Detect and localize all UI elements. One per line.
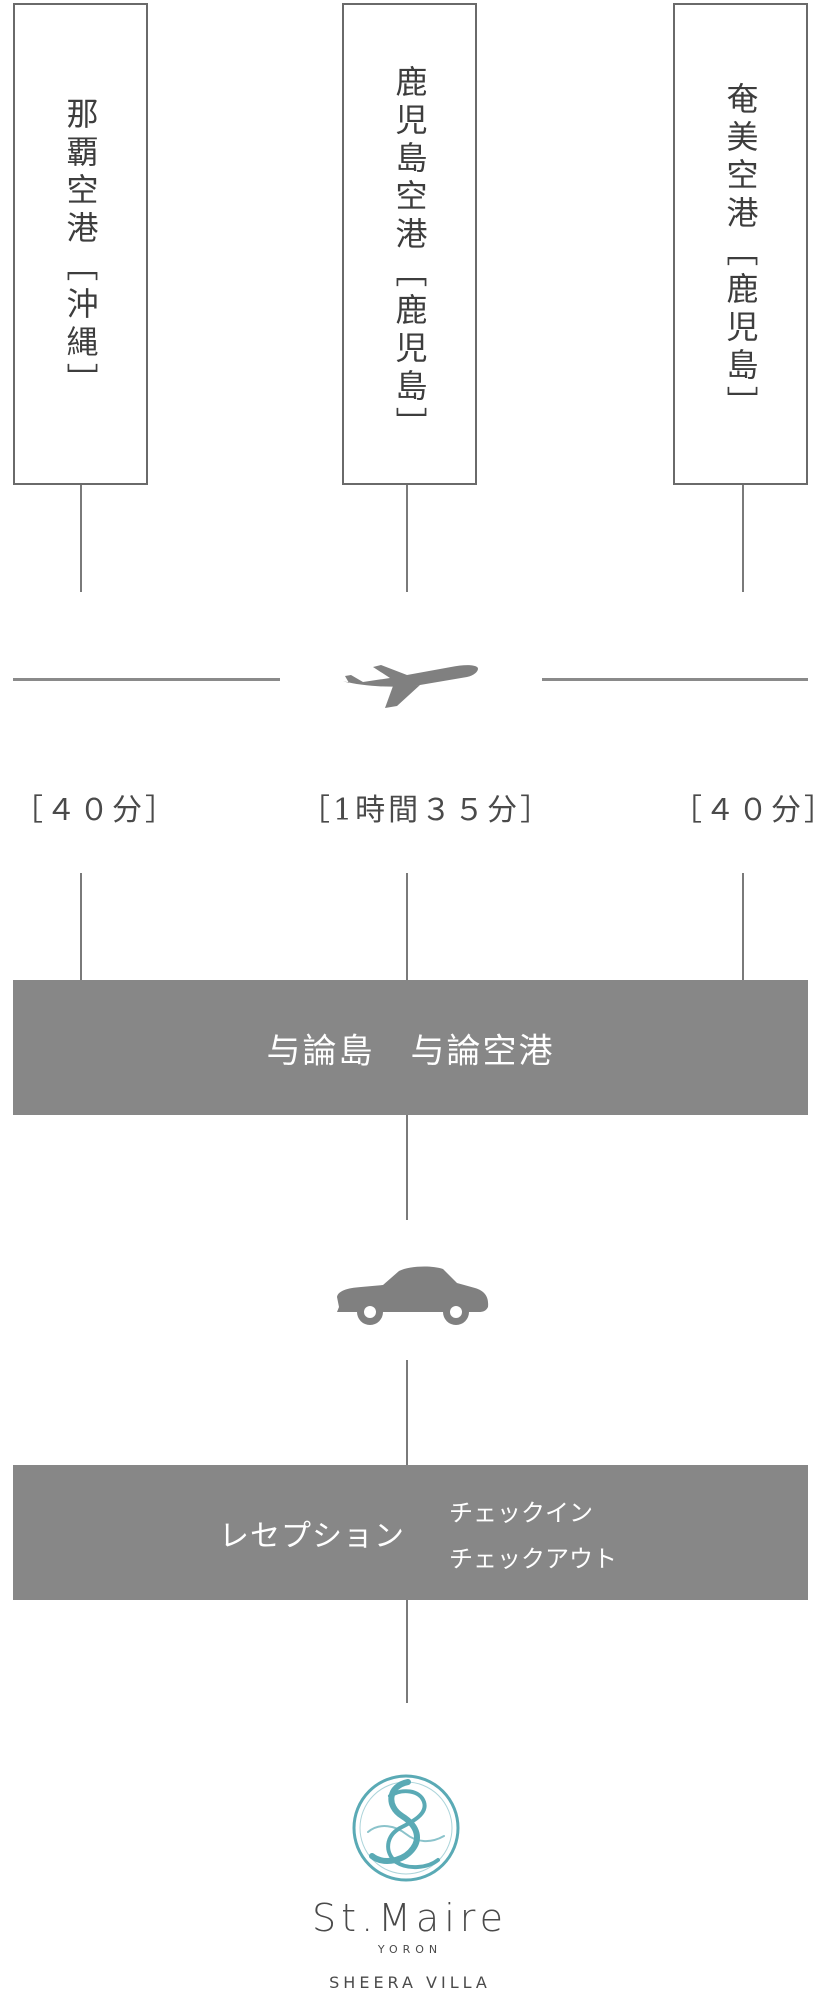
- flight-line-left: [13, 678, 280, 681]
- airport-amami-name: 奄美空港: [721, 82, 760, 234]
- duration-amami: ［４０分］: [672, 793, 820, 828]
- airport-amami-text: 奄美空港［鹿児島］: [718, 82, 764, 424]
- flight-line-right: [542, 678, 808, 681]
- airport-kagoshima-region: ［鹿児島］: [390, 255, 429, 445]
- airplane-icon: [343, 665, 478, 708]
- airport-box-amami: 奄美空港［鹿児島］: [673, 3, 808, 485]
- connector-amami-bottom: [742, 873, 744, 980]
- airport-box-naha: 那覇空港［沖縄］: [13, 3, 148, 485]
- airport-box-kagoshima: 鹿児島空港［鹿児島］: [342, 3, 477, 485]
- connector-car-reception: [406, 1360, 408, 1465]
- destination-bar: 与論島 与論空港: [13, 980, 808, 1115]
- airport-kagoshima-text: 鹿児島空港［鹿児島］: [387, 65, 433, 445]
- destination-label: 与論島 与論空港: [266, 1031, 555, 1071]
- brand-name: St.Maire: [312, 1896, 508, 1940]
- car-icon: [337, 1266, 489, 1325]
- connector-kagoshima-top: [406, 485, 408, 592]
- checkin-label: チェックイン: [449, 1499, 593, 1527]
- duration-naha: ［４０分］: [13, 793, 178, 828]
- connector-amami-top: [742, 485, 744, 592]
- connector-reception-logo: [406, 1600, 408, 1703]
- airport-naha-region: ［沖縄］: [61, 249, 100, 401]
- st-maire-logo-icon: [352, 1774, 460, 1882]
- reception-label: レセプション: [219, 1518, 405, 1554]
- checkout-label: チェックアウト: [449, 1545, 617, 1573]
- airport-kagoshima-name: 鹿児島空港: [390, 65, 429, 255]
- reception-bar: レセプション チェックイン チェックアウト: [13, 1465, 808, 1600]
- connector-kagoshima-bottom: [406, 873, 408, 980]
- brand-location: YORON: [377, 1943, 443, 1956]
- airport-amami-region: ［鹿児島］: [721, 234, 760, 424]
- brand-subtitle: SHEERA VILLA: [329, 1973, 491, 1992]
- connector-naha-bottom: [80, 873, 82, 980]
- connector-naha-top: [80, 485, 82, 592]
- airport-naha-name: 那覇空港: [61, 97, 100, 249]
- connector-dest-car: [406, 1115, 408, 1220]
- airport-naha-text: 那覇空港［沖縄］: [58, 97, 104, 401]
- duration-kagoshima: ［1時間３５分］: [300, 793, 554, 828]
